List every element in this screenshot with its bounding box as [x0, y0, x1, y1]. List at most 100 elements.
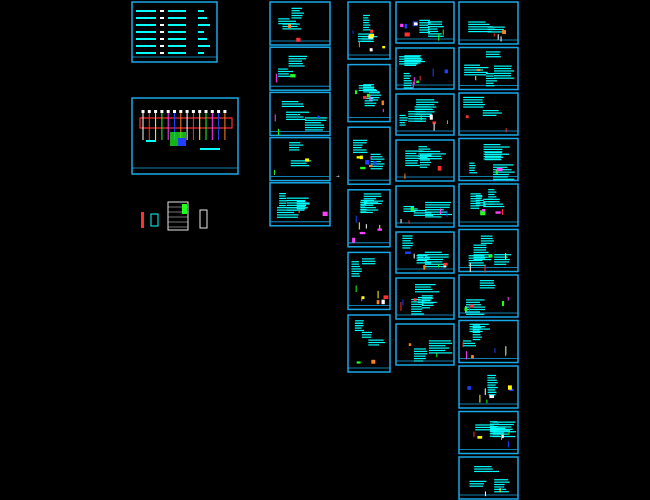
sheet-text-line — [286, 197, 309, 199]
sheet-text-line — [468, 255, 485, 257]
legend-row-value — [198, 17, 207, 19]
drawing-sheet[interactable] — [395, 185, 455, 228]
sheet-text-line — [278, 70, 294, 73]
sheet-text-line — [470, 202, 481, 205]
drawing-sheet[interactable] — [269, 1, 331, 46]
sheet-text-line — [361, 336, 372, 338]
schematic-node — [217, 110, 221, 113]
sheet-text-line — [472, 334, 481, 336]
sheet-text-line — [405, 164, 420, 167]
schematic-node — [179, 110, 183, 113]
sheet-text-line — [296, 208, 306, 210]
sheet-detail-mark — [501, 434, 504, 439]
sheet-text-line — [403, 82, 412, 84]
drawing-sheet[interactable] — [458, 410, 519, 455]
sheet-text-line — [403, 75, 412, 77]
sheet-detail-mark — [371, 359, 376, 364]
sheet-text-line — [363, 17, 369, 19]
drawing-sheet[interactable] — [395, 277, 455, 320]
sheet-text-line — [473, 251, 489, 253]
sheet-text-line — [485, 75, 494, 77]
drawing-sheet[interactable] — [458, 92, 519, 136]
main-schematic-content — [132, 110, 238, 169]
sheet-text-line — [355, 322, 363, 324]
sheet-text-line — [286, 204, 307, 206]
sheet-text-line — [485, 80, 497, 82]
sheet-text-line — [485, 56, 501, 58]
drawing-sheet[interactable] — [347, 251, 391, 311]
sheet-text-line — [363, 88, 376, 91]
drawing-sheet[interactable] — [458, 365, 519, 409]
drawing-sheet[interactable] — [395, 47, 455, 90]
sheet-text-line — [418, 155, 432, 157]
sheet-text-line — [413, 357, 426, 360]
sheet-text-line — [466, 313, 485, 315]
sheet-text-line — [483, 158, 501, 160]
sheet-text-line — [399, 119, 408, 121]
drawing-sheet[interactable] — [395, 231, 455, 274]
main-schematic-sheet[interactable] — [131, 97, 239, 175]
small-detail-symbols[interactable] — [141, 201, 208, 231]
sheet-text-line — [399, 58, 423, 60]
sheet-detail-mark — [373, 160, 377, 166]
sheet-text-line — [487, 28, 504, 31]
sheet-text-line — [278, 23, 297, 25]
sheet-column-3[interactable] — [395, 1, 455, 366]
drawing-sheet[interactable] — [395, 323, 455, 366]
sheet-column-2[interactable] — [347, 1, 391, 373]
sheet-frame — [347, 1, 391, 60]
drawing-sheet[interactable] — [269, 136, 331, 182]
sheet-text-line — [351, 273, 360, 275]
sheet-text-line — [492, 423, 514, 426]
legend-sheet[interactable] — [131, 1, 218, 63]
legend-row-value — [198, 10, 204, 12]
sheet-text-line — [469, 480, 487, 482]
sheet-detail-mark — [501, 300, 505, 306]
sheet-text-line — [351, 270, 362, 272]
drawing-sheet[interactable] — [347, 63, 391, 123]
drawing-sheet[interactable] — [458, 228, 519, 273]
sheet-text-line — [286, 207, 308, 209]
drawing-sheet[interactable] — [395, 93, 455, 136]
sheet-frame — [458, 274, 519, 318]
sheet-frame — [395, 47, 455, 90]
drawing-sheet[interactable] — [458, 456, 519, 500]
sheet-text-line — [358, 35, 370, 38]
sheet-text-line — [360, 211, 367, 213]
sheet-text-line — [418, 150, 429, 153]
drawing-sheet[interactable] — [347, 314, 391, 373]
sheet-column-4[interactable] — [458, 1, 519, 500]
sheet-text-line — [351, 275, 361, 277]
drawing-sheet[interactable] — [269, 182, 331, 227]
sheet-text-line — [418, 153, 432, 155]
sheet-text-line — [468, 23, 490, 26]
drawing-sheet[interactable] — [347, 126, 391, 185]
drawing-sheet[interactable] — [269, 46, 331, 91]
sheet-frame — [269, 91, 331, 137]
sheet-detail-mark — [480, 210, 486, 216]
drawing-sheet[interactable] — [458, 319, 519, 364]
sheet-text-line — [424, 266, 447, 268]
drawing-sheet[interactable] — [347, 189, 391, 248]
sheet-text-line — [286, 199, 306, 202]
sheet-text-line — [485, 82, 494, 84]
sheet-text-line — [414, 288, 433, 291]
drawing-sheet[interactable] — [458, 46, 519, 91]
sheet-detail-mark — [437, 165, 442, 171]
sheet-column-1[interactable] — [269, 1, 331, 227]
drawing-sheet[interactable] — [347, 1, 391, 60]
sheet-text-line — [417, 254, 426, 256]
drawing-sheet[interactable] — [458, 183, 519, 227]
sheet-text-line — [419, 157, 428, 159]
sheet-text-line — [473, 249, 487, 251]
drawing-sheet[interactable] — [269, 91, 331, 137]
sheet-text-line — [474, 466, 492, 468]
drawing-sheet[interactable] — [458, 137, 519, 182]
drawing-sheet[interactable] — [395, 1, 455, 44]
drawing-sheet[interactable] — [458, 274, 519, 318]
drawing-sheet[interactable] — [458, 1, 519, 45]
sheet-detail-mark — [496, 167, 503, 172]
drawing-sheet[interactable] — [395, 139, 455, 182]
sheet-text-line — [488, 391, 497, 393]
